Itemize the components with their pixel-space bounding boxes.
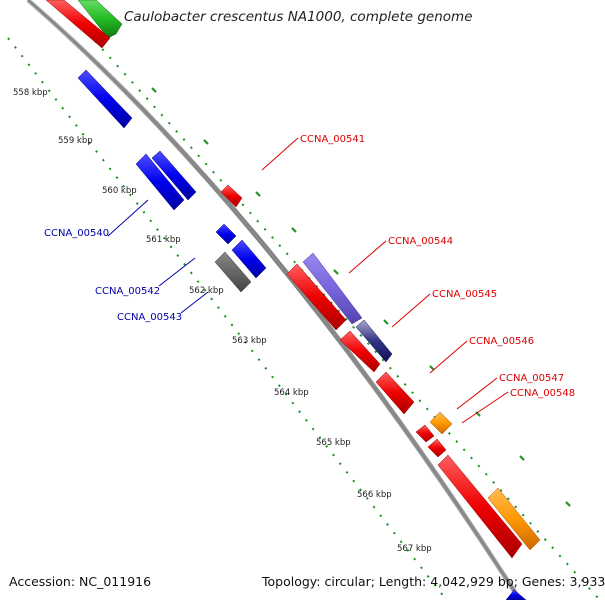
gene-ccna-00543[interactable] <box>214 251 252 293</box>
kbp-scale-labels: 558 kbp 559 kbp 560 kbp 561 kbp 562 kbp … <box>13 88 432 554</box>
kbp-label: 561 kbp <box>146 235 181 245</box>
gene-ccna-00542-b[interactable] <box>231 239 267 279</box>
kbp-label: 560 kbp <box>102 186 137 196</box>
gene-ccna-00541[interactable] <box>220 184 243 208</box>
gene-label-ccna-00548[interactable]: CCNA_00548 <box>510 388 575 399</box>
gene-label-ccna-00540[interactable]: CCNA_00540 <box>44 228 109 239</box>
gene-red-long[interactable] <box>437 454 523 559</box>
gene-label-ccna-00547[interactable]: CCNA_00547 <box>499 373 564 384</box>
gene-ccna-00544[interactable] <box>302 252 363 325</box>
gene-ccna-00540[interactable] <box>135 153 185 211</box>
gene-labels: CCNA_00541 CCNA_00544 CCNA_00545 CCNA_00… <box>44 134 575 399</box>
outer-ruler-track <box>57 0 599 599</box>
kbp-label: 566 kbp <box>357 490 392 500</box>
gene-ccna-00546[interactable] <box>375 371 415 415</box>
kbp-label: 565 kbp <box>316 438 351 448</box>
gene-label-ccna-00541[interactable]: CCNA_00541 <box>300 134 365 145</box>
kbp-label: 562 kbp <box>189 286 224 296</box>
gene-ccna-00547[interactable] <box>429 411 453 435</box>
gene-ccna-00545-red[interactable] <box>339 330 381 373</box>
gene-red-top[interactable] <box>45 0 111 49</box>
kbp-label: 563 kbp <box>232 336 267 346</box>
gene-label-ccna-00543[interactable]: CCNA_00543 <box>117 312 182 323</box>
gene-label-leaders <box>107 137 509 424</box>
inner-ruler-track <box>7 37 446 599</box>
gene-orange-long[interactable] <box>487 487 541 551</box>
gene-ccna-00540-b[interactable] <box>151 150 197 201</box>
kbp-label: 559 kbp <box>58 136 93 146</box>
gene-arrows-forward <box>45 0 541 600</box>
gene-label-ccna-00545[interactable]: CCNA_00545 <box>432 289 497 300</box>
gene-blue-long[interactable] <box>77 69 133 129</box>
gene-red-small[interactable] <box>427 438 447 458</box>
gene-ccna-00542[interactable] <box>215 223 237 245</box>
gene-rna-green[interactable] <box>77 0 123 39</box>
kbp-label: 558 kbp <box>13 88 48 98</box>
gene-ccna-00545[interactable] <box>355 319 393 363</box>
gene-ccna-00544-red[interactable] <box>286 263 347 331</box>
kbp-label: 564 kbp <box>274 388 309 398</box>
gene-arrows-reverse <box>77 69 267 293</box>
gene-label-ccna-00546[interactable]: CCNA_00546 <box>469 336 534 347</box>
kbp-label: 567 kbp <box>397 544 432 554</box>
gene-blue-bottom[interactable] <box>505 589 527 600</box>
accession-text: Accession: NC_011916 <box>9 574 152 589</box>
outer-track-major-ticks <box>81 17 571 507</box>
gene-label-ccna-00544[interactable]: CCNA_00544 <box>388 236 453 247</box>
topology-text: Topology: circular; Length: 4,042,929 bp… <box>262 574 605 589</box>
gene-ccna-00548[interactable] <box>415 424 435 443</box>
map-title: Caulobacter crescentus NA1000, complete … <box>124 9 473 25</box>
gene-label-ccna-00542[interactable]: CCNA_00542 <box>95 286 160 297</box>
